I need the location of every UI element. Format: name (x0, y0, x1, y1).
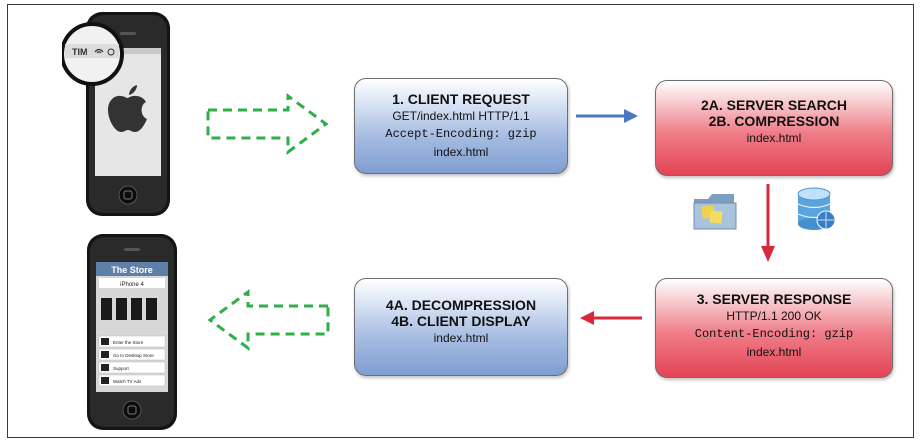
server-search-title1: 2A. SERVER SEARCH (700, 97, 847, 113)
server-response-box: 3. SERVER RESPONSE HTTP/1.1 200 OK Conte… (655, 278, 893, 378)
decompression-title1: 4A. DECOMPRESSION (385, 297, 537, 313)
green-arrow-left (207, 289, 330, 351)
server-response-title: 3. SERVER RESPONSE (696, 291, 852, 307)
red-arrow-down (761, 184, 775, 262)
blue-arrow (576, 109, 638, 123)
iphone-bottom-image: The Store iPhone 4 Enter the Store Go to… (87, 234, 177, 430)
decompression-box: 4A. DECOMPRESSION 4B. CLIENT DISPLAY ind… (354, 278, 568, 376)
iphone-top-image: TIM (62, 12, 170, 216)
decompression-line1: index.html (433, 331, 489, 345)
menu-item-3: Support (113, 366, 130, 371)
store-title: The Store (111, 265, 153, 275)
client-request-line3: index.html (433, 145, 489, 159)
menu-item-4: Watch TV Ads (113, 379, 142, 384)
menu-item-2: Go to Desktop Store (113, 353, 154, 358)
server-response-line3: index.html (746, 345, 802, 359)
client-request-title: 1. CLIENT REQUEST (392, 91, 530, 107)
product-label: iPhone 4 (120, 282, 144, 288)
server-search-title2: 2B. COMPRESSION (708, 113, 840, 129)
server-search-line1: index.html (746, 131, 802, 145)
server-search-box: 2A. SERVER SEARCH 2B. COMPRESSION index.… (655, 80, 893, 176)
carrier-label: TIM (72, 47, 88, 57)
red-arrow-left (580, 311, 642, 325)
client-request-line2: Accept-Encoding: gzip (385, 127, 537, 141)
decompression-title2: 4B. CLIENT DISPLAY (391, 313, 531, 329)
menu-item-1: Enter the Store (113, 340, 144, 345)
folder-icon (693, 194, 737, 230)
database-icon (797, 187, 836, 230)
green-arrow-right (206, 93, 329, 155)
server-response-line1: HTTP/1.1 200 OK (726, 309, 822, 323)
server-response-line2: Content-Encoding: gzip (694, 327, 854, 341)
client-request-line1: GET/index.html HTTP/1.1 (392, 109, 530, 123)
client-request-box: 1. CLIENT REQUEST GET/index.html HTTP/1.… (354, 78, 568, 174)
